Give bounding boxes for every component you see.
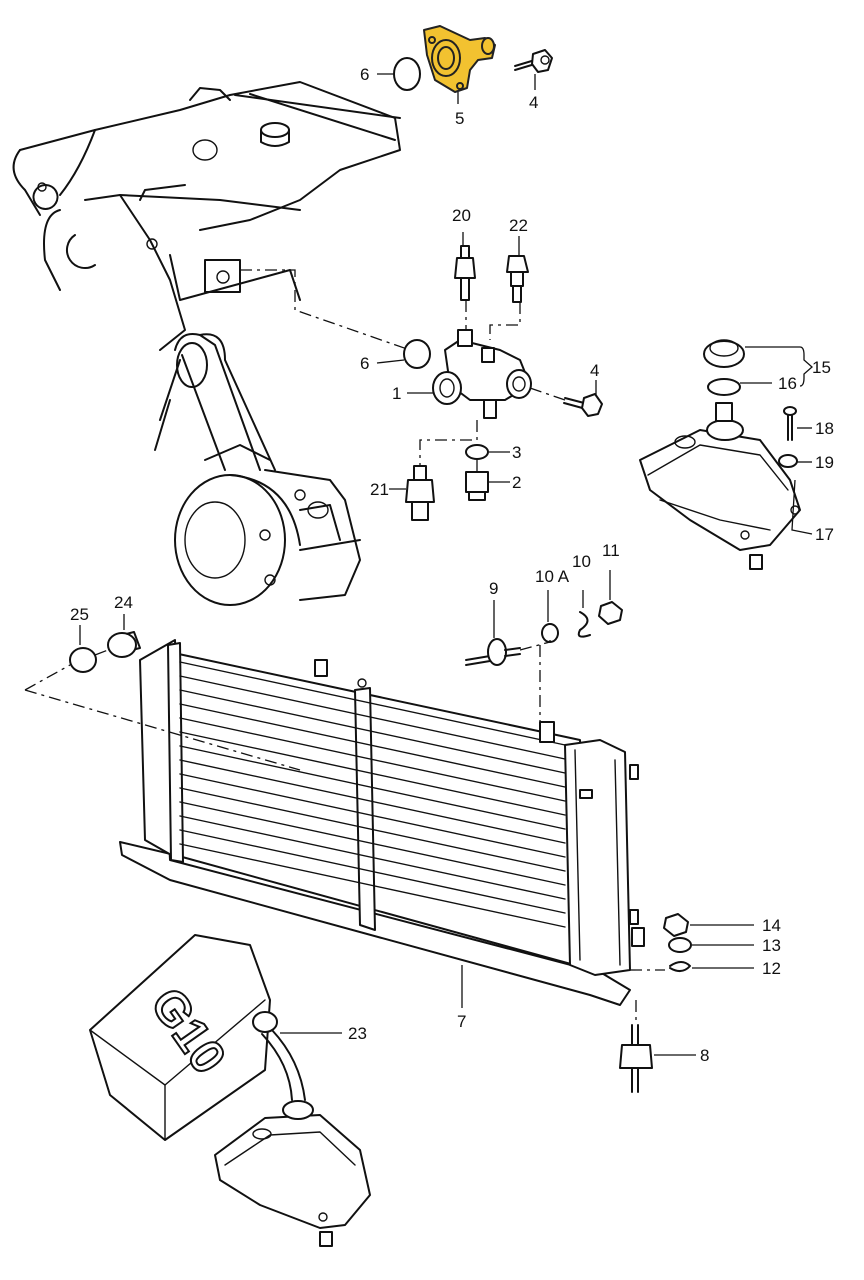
callout-23: 23 [348, 1024, 367, 1043]
callout-2: 2 [512, 473, 521, 492]
radiator-fins [179, 661, 566, 928]
callout-17: 17 [815, 525, 834, 544]
plug-part-24[interactable] [107, 631, 141, 658]
callout-1: 1 [392, 384, 401, 403]
bolt-part-4-mid[interactable] [563, 393, 603, 417]
callout-11: 11 [602, 541, 620, 560]
callout-10: 10 [572, 552, 591, 571]
seal-part-25[interactable] [69, 647, 97, 673]
coolant-flange-part-1[interactable] [432, 329, 532, 419]
expansion-tank-part-17[interactable] [639, 419, 801, 570]
callout-6-top: 6 [360, 65, 369, 84]
belt-drive [154, 333, 361, 606]
callout-3: 3 [512, 443, 521, 462]
expansion-tank-bottom [214, 1100, 371, 1247]
callout-16: 16 [778, 374, 797, 393]
temp-sender-part-20[interactable] [454, 245, 476, 301]
callout-19: 19 [815, 453, 834, 472]
engine-block [12, 81, 401, 351]
temp-sensor-part-22[interactable] [506, 255, 529, 303]
washer-part-10a[interactable] [541, 623, 559, 643]
callout-21: 21 [370, 480, 389, 499]
neck [715, 402, 733, 422]
stud-part-9[interactable] [465, 638, 521, 666]
callout-18: 18 [815, 419, 834, 438]
callout-22: 22 [509, 216, 528, 235]
clip-part-10[interactable] [577, 611, 591, 638]
callout-15: 15 [812, 358, 831, 377]
callout-10a: 10 A [535, 567, 570, 586]
callout-4-mid: 4 [590, 361, 599, 380]
washer-part-13[interactable] [668, 937, 692, 953]
o-ring-part-6-mid[interactable] [403, 339, 431, 369]
screw-part-18[interactable] [783, 406, 797, 441]
cap-part-15[interactable] [703, 339, 745, 368]
nut-part-11[interactable] [598, 601, 623, 625]
callout-24: 24 [114, 593, 133, 612]
plug-part-2[interactable] [465, 471, 489, 501]
washer-part-3[interactable] [465, 444, 489, 460]
clip-part-12[interactable] [669, 961, 691, 972]
seal-part-16[interactable] [707, 378, 741, 396]
callout-6-mid: 6 [360, 354, 369, 373]
leader-lines [79, 73, 813, 1056]
callout-8: 8 [700, 1046, 709, 1065]
callout-13: 13 [762, 936, 781, 955]
mount-part-8[interactable] [619, 1024, 653, 1093]
washer-part-19[interactable] [778, 454, 798, 468]
coolant-canister-part-23[interactable]: G10 [89, 934, 306, 1141]
callout-12: 12 [762, 959, 781, 978]
bolt-part-4-top[interactable] [514, 49, 553, 73]
o-ring-part-6-top[interactable] [393, 57, 421, 91]
callout-9: 9 [489, 579, 498, 598]
sender-part-21[interactable] [405, 465, 435, 521]
callout-14: 14 [762, 916, 781, 935]
callout-4-top: 4 [529, 93, 538, 112]
callout-7: 7 [457, 1012, 466, 1031]
callout-labels: 5 6 4 20 22 6 1 4 3 2 21 15 16 18 19 17 … [70, 65, 834, 1065]
nut-part-14[interactable] [663, 913, 689, 937]
callout-25: 25 [70, 605, 89, 624]
callout-20: 20 [452, 206, 471, 225]
assembly-lines [24, 269, 665, 1025]
callout-5: 5 [455, 109, 464, 128]
radiator-part-7[interactable] [119, 639, 645, 1006]
flange-part-5[interactable] [423, 25, 496, 93]
